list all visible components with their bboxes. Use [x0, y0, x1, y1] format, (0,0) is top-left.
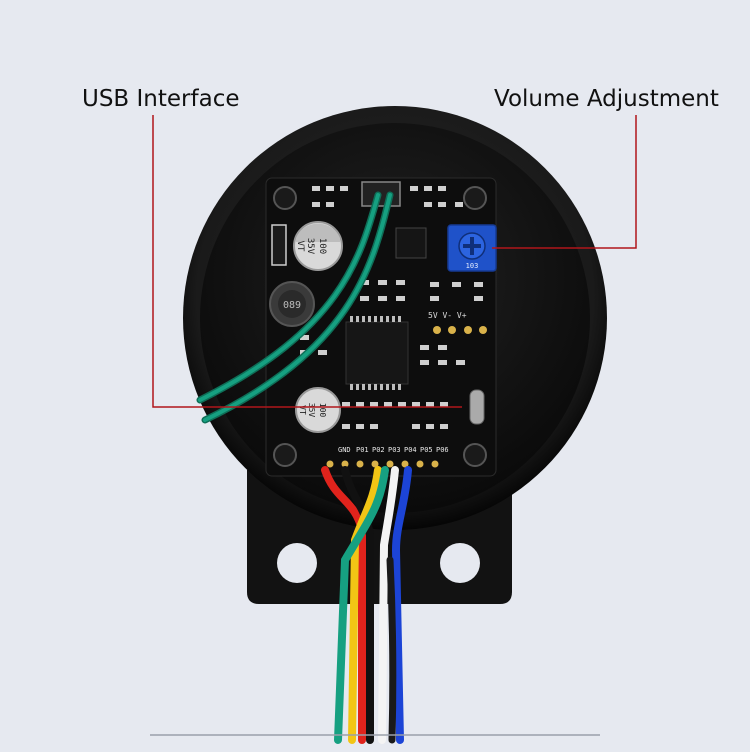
usb-interface-label: USB Interface	[82, 86, 240, 112]
callout-line-usb	[152, 115, 462, 408]
pin-label-p02: P02	[372, 446, 385, 454]
pot-marking: 103	[466, 262, 479, 270]
power-header: 5V V- V+	[428, 311, 487, 334]
inductor-code: 089	[283, 300, 301, 311]
callout-line-volume	[492, 115, 637, 249]
pin-label-p04: P04	[404, 446, 417, 454]
capacitor-bottom: 100 35V VT	[295, 387, 341, 433]
cap-bottom-voltage: 35V	[307, 403, 316, 418]
cap-bottom-value: 100	[318, 403, 327, 418]
wire-bundle	[321, 466, 412, 744]
regulator-ic	[395, 227, 427, 259]
callout-lines	[152, 115, 637, 408]
pin-label-p05: P05	[420, 446, 433, 454]
cap-bottom-type: VT	[298, 405, 307, 415]
power-header-label: 5V V- V+	[428, 311, 467, 320]
wire-blue	[391, 466, 412, 744]
pin-label-p06: P06	[436, 446, 449, 454]
cap-top-voltage: 35V	[305, 238, 315, 255]
pin-label-p03: P03	[388, 446, 401, 454]
volume-adjustment-label: Volume Adjustment	[494, 86, 719, 112]
inductor: 089	[269, 281, 315, 327]
mounting-hole-left	[277, 543, 317, 583]
pin-label-gnd: GND	[338, 446, 351, 454]
potentiometer: 103	[447, 224, 497, 272]
audio-ic	[345, 316, 409, 390]
cap-top-type: VT	[295, 241, 305, 252]
wire-black	[341, 466, 374, 744]
wire-green	[334, 466, 389, 744]
pcb-board: 100 35V VT 089	[265, 177, 497, 477]
usb-cable	[196, 191, 394, 424]
wire-white	[378, 466, 399, 744]
mounting-hole-right	[440, 543, 480, 583]
crystal	[469, 389, 485, 425]
capacitor-top: 100 35V VT	[293, 221, 343, 271]
pin-label-p01: P01	[356, 446, 369, 454]
cap-top-value: 100	[317, 238, 327, 254]
